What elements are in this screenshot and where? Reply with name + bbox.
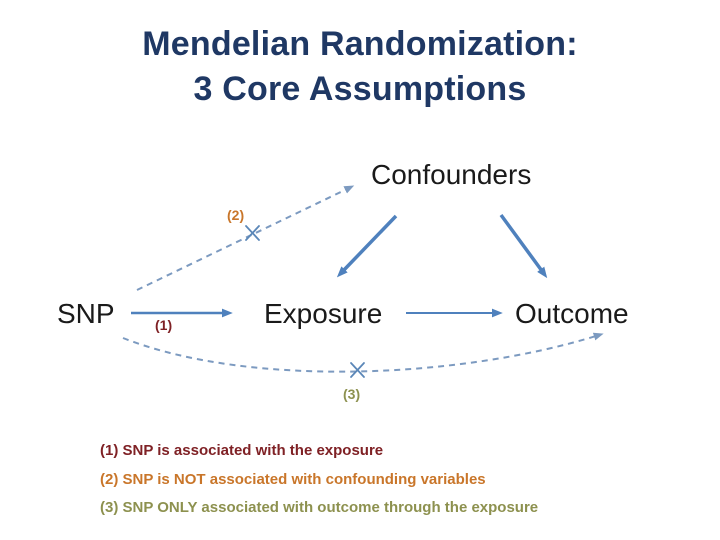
title-line-2: 3 Core Assumptions [193,70,527,108]
edge-confounders-exposure-arrow [336,214,398,278]
edge-label-1: (1) [155,317,173,333]
slide-title: Mendelian Randomization: 3 Core Assumpti… [0,22,720,112]
node-exposure: Exposure [264,298,383,329]
assumptions-list: (1) SNP is associated with the exposure … [100,437,660,523]
assumption-2: (2) SNP is NOT associated with confoundi… [100,470,486,488]
title-line-1: Mendelian Randomization: [142,25,578,63]
edge-label-2: (2) [227,207,245,223]
node-snp: SNP [57,298,115,329]
edge-snp-confounders-dashed [136,185,355,291]
node-outcome: Outcome [515,298,629,329]
assumption-3: (3) SNP ONLY associated with outcome thr… [100,499,539,516]
edge-label-3: (3) [343,386,361,402]
x-mark-outcome-icon [350,362,365,378]
edge-confounders-outcome-arrow [499,213,548,279]
x-mark-confounders-icon [245,225,260,241]
node-confounders: Confounders [371,159,532,190]
assumption-1: (1) SNP is associated with the exposure [100,442,384,459]
edge-snp-outcome-dashed [122,332,604,373]
